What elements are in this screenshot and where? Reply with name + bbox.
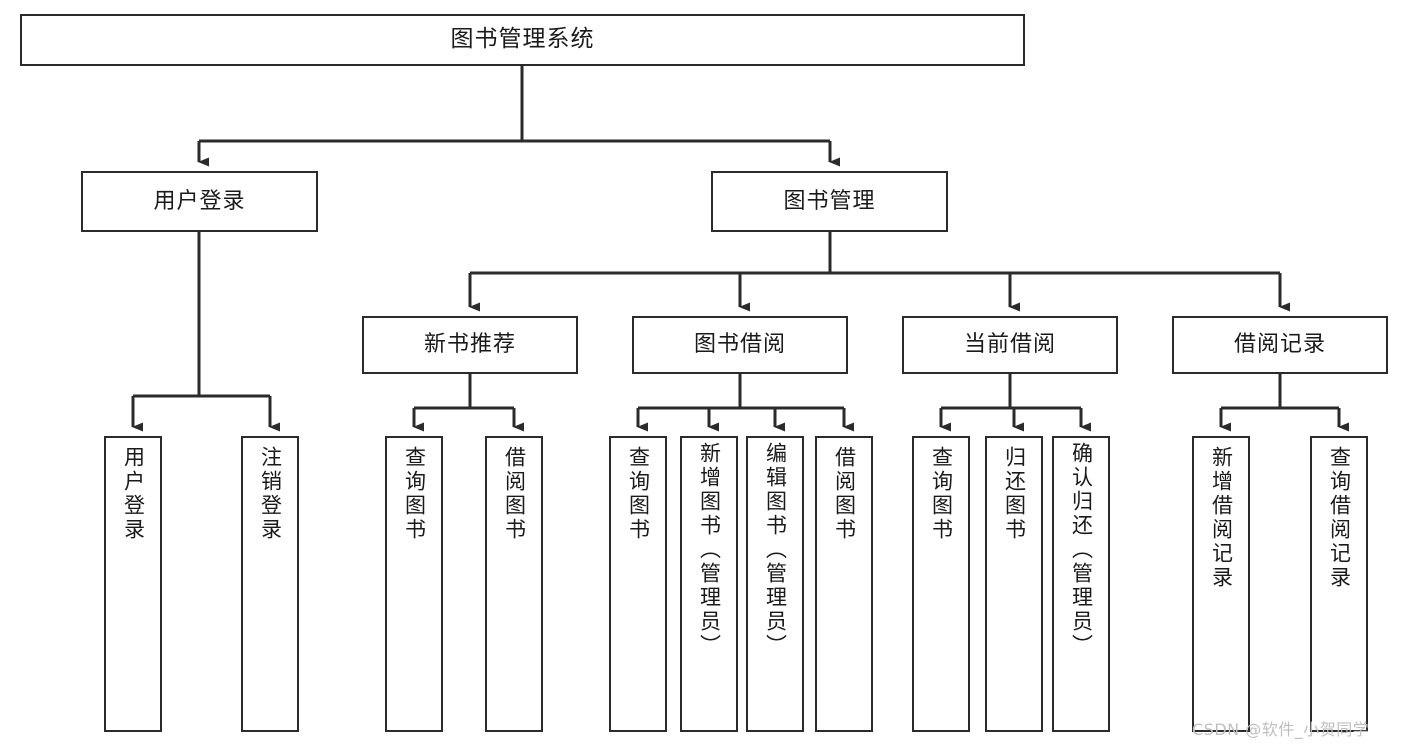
- leaf-node[interactable]: 查询借阅记录: [1310, 436, 1368, 732]
- leaf-node[interactable]: 用户登录: [104, 436, 162, 732]
- csdn-watermark: CSDN @软件_小贺同学: [1192, 720, 1370, 739]
- node-current-borrowing[interactable]: 当前借阅: [902, 316, 1118, 374]
- leaf-label: 新增图书（管理员）: [697, 442, 722, 658]
- leaf-node[interactable]: 编辑图书（管理员）: [746, 436, 804, 732]
- leaf-label: 用户登录: [121, 446, 146, 542]
- leaf-label: 查询借阅记录: [1327, 446, 1352, 590]
- leaf-node[interactable]: 注销登录: [241, 436, 299, 732]
- node-borrow-records[interactable]: 借阅记录: [1172, 316, 1388, 374]
- leaf-label: 借阅图书: [502, 446, 527, 542]
- leaf-node[interactable]: 确认归还（管理员）: [1052, 436, 1110, 732]
- leaf-node[interactable]: 新增借阅记录: [1192, 436, 1250, 732]
- leaf-node[interactable]: 新增图书（管理员）: [680, 436, 738, 732]
- node-root-library-management-system[interactable]: 图书管理系统: [20, 14, 1025, 66]
- leaf-node[interactable]: 查询图书: [385, 436, 443, 732]
- leaf-label: 注销登录: [258, 446, 283, 542]
- leaf-label: 查询图书: [626, 446, 651, 542]
- leaf-label: 查询图书: [402, 446, 427, 542]
- node-book-borrowing[interactable]: 图书借阅: [632, 316, 848, 374]
- leaf-label: 借阅图书: [832, 446, 857, 542]
- leaf-label: 编辑图书（管理员）: [763, 442, 788, 658]
- leaf-node[interactable]: 查询图书: [609, 436, 667, 732]
- leaf-node[interactable]: 借阅图书: [485, 436, 543, 732]
- node-book-management[interactable]: 图书管理: [711, 171, 948, 232]
- leaf-node[interactable]: 归还图书: [985, 436, 1043, 732]
- node-new-book-recommendation[interactable]: 新书推荐: [362, 316, 578, 374]
- leaf-label: 归还图书: [1002, 446, 1027, 542]
- leaf-label: 查询图书: [929, 446, 954, 542]
- node-user-login[interactable]: 用户登录: [81, 171, 318, 232]
- leaf-label: 新增借阅记录: [1209, 446, 1234, 590]
- leaf-node[interactable]: 查询图书: [912, 436, 970, 732]
- leaf-label: 确认归还（管理员）: [1069, 442, 1094, 658]
- leaf-node[interactable]: 借阅图书: [815, 436, 873, 732]
